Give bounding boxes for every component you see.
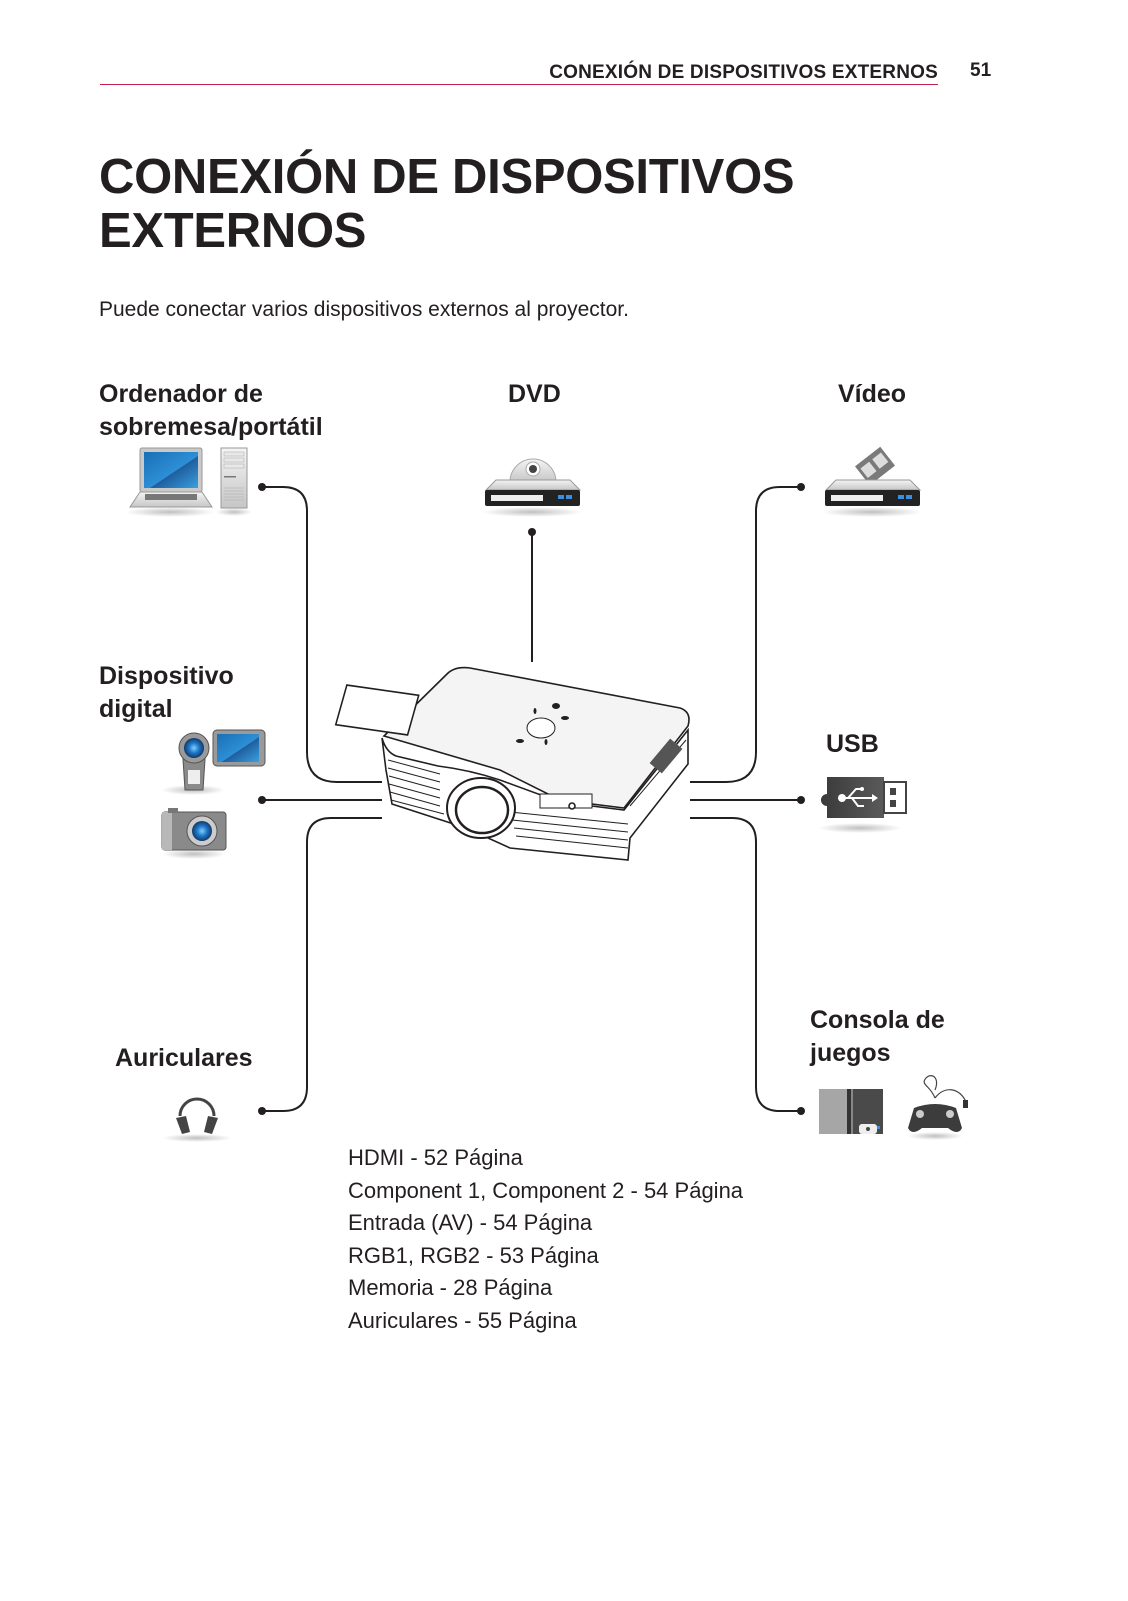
page-title: CONEXIÓN DE DISPOSITIVOS EXTERNOS xyxy=(99,150,795,258)
line-video xyxy=(690,486,801,783)
running-header: CONEXIÓN DE DISPOSITIVOS EXTERNOS xyxy=(100,60,938,85)
gamepad-icon xyxy=(907,1075,968,1140)
label-computer: Ordenador de sobremesa/portátil xyxy=(99,378,323,444)
reference-rgb: RGB1, RGB2 - 53 Página xyxy=(348,1242,599,1268)
reference-av: Entrada (AV) - 54 Página xyxy=(348,1210,593,1235)
connector-lines xyxy=(262,486,801,1112)
game-console-icon xyxy=(819,1089,883,1134)
reference-hdmi: HDMI - 52 Página xyxy=(348,1145,523,1170)
page-title-line1: CONEXIÓN DE DISPOSITIVOS xyxy=(99,150,795,204)
page-number: 51 xyxy=(970,60,992,81)
connector-dots xyxy=(258,483,805,1115)
usb-drive-icon xyxy=(818,777,907,833)
label-console-line1: Consola de xyxy=(810,1006,945,1034)
desktop-tower-icon xyxy=(216,447,252,516)
projector-icon xyxy=(334,666,690,861)
laptop-icon xyxy=(125,447,215,517)
reference-memory: Memoria - 28 Página xyxy=(348,1275,553,1300)
intro-text: Puede conectar varios dispositivos exter… xyxy=(99,298,629,321)
label-usb: USB xyxy=(826,730,879,758)
headphones-icon xyxy=(162,1097,232,1142)
label-dvd: DVD xyxy=(508,380,561,408)
label-computer-line2: sobremesa/portátil xyxy=(99,413,323,441)
label-headphones: Auriculares xyxy=(115,1044,253,1072)
line-computer xyxy=(262,486,382,783)
camera-icon xyxy=(161,808,227,859)
reference-component: Component 1, Component 2 - 54 Página xyxy=(348,1177,744,1203)
line-console xyxy=(690,817,801,1112)
camcorder-icon xyxy=(161,729,266,795)
vcr-icon xyxy=(822,446,922,517)
page-title-line2: EXTERNOS xyxy=(99,204,367,258)
reference-list: HDMI - 52 Página Component 1, Component … xyxy=(348,1142,743,1337)
dvd-player-icon xyxy=(482,458,582,517)
running-header-title: CONEXIÓN DE DISPOSITIVOS EXTERNOS xyxy=(549,62,938,83)
label-video: Vídeo xyxy=(838,380,907,408)
label-digital-line1: Dispositivo xyxy=(99,662,234,690)
reference-headphones: Auriculares - 55 Página xyxy=(348,1307,577,1333)
line-headphones xyxy=(262,817,382,1112)
label-digital: Dispositivo digital xyxy=(99,660,234,726)
label-console-line2: juegos xyxy=(810,1039,891,1067)
label-digital-line2: digital xyxy=(99,695,173,723)
label-console: Consola de juegos xyxy=(810,1004,945,1070)
label-computer-line1: Ordenador de xyxy=(99,380,263,408)
